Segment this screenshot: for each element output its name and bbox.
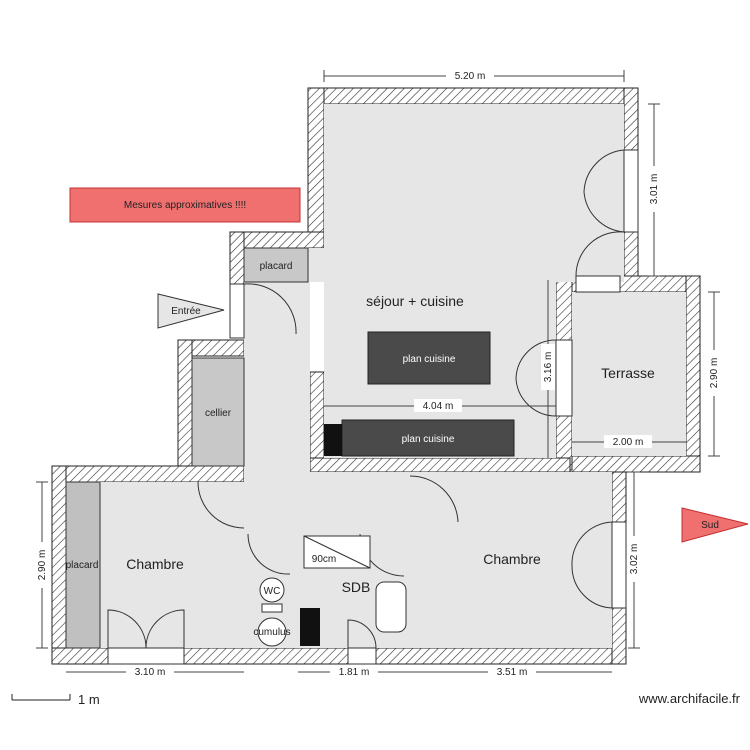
scale-label: 1 m (78, 692, 100, 707)
cumulus-tank-icon (300, 608, 320, 646)
room-chambre-left: Chambre (126, 556, 184, 572)
label-wc: WC (264, 586, 281, 597)
scale-bar: 1 m (11, 692, 100, 707)
note-box: Mesures approximatives !!!! (69, 187, 301, 223)
cumulus-circle-icon (257, 617, 287, 647)
dim-bottom-right: 3.51 m (497, 667, 528, 678)
entree-label: Entrée (171, 306, 201, 317)
dim-bottom-left: 3.10 m (135, 667, 166, 678)
brand-url: www.archifacile.fr (638, 691, 741, 706)
dim-terrasse-width: 2.00 m (613, 437, 644, 448)
room-labels: séjour + cuisine Terrasse Chambre Chambr… (66, 261, 655, 638)
dimension-labels: 5.20 m 3.01 m 2.90 m 2.00 m 4.04 m 3.16 … (35, 69, 721, 678)
stove-icon (324, 424, 342, 456)
room-cellier: cellier (205, 408, 232, 419)
sud-marker: Sud (681, 507, 749, 543)
wc-bowl-icon (259, 577, 285, 603)
room-placard-left: placard (66, 560, 99, 571)
label-cumulus: cumulus (253, 627, 290, 638)
room-terrasse: Terrasse (601, 365, 655, 381)
room-chambre-right: Chambre (483, 551, 541, 567)
dim-sejour-inner-width: 4.04 m (423, 401, 454, 412)
bathtub-icon (375, 581, 407, 633)
note-text: Mesures approximatives !!!! (124, 200, 246, 211)
dim-terrasse-height: 2.90 m (709, 358, 720, 389)
label-plan-cuisine-counter: plan cuisine (402, 434, 455, 445)
floors (66, 104, 686, 648)
sud-label: Sud (701, 520, 719, 531)
cellier-box (191, 357, 245, 467)
room-sdb: SDB (342, 579, 371, 595)
dim-left-height: 2.90 m (37, 550, 48, 581)
dim-top-width: 5.20 m (455, 71, 486, 82)
label-plan-cuisine-island: plan cuisine (403, 354, 456, 365)
room-sejour-cuisine: séjour + cuisine (366, 293, 464, 309)
plan-cuisine-counter (341, 419, 515, 457)
room-placard-top: placard (260, 261, 293, 272)
fixtures (65, 247, 515, 649)
dim-bottom-middle: 1.81 m (339, 667, 370, 678)
placard-top-box (243, 247, 309, 283)
entree-marker: Entrée (157, 293, 225, 329)
dim-right-upper: 3.01 m (649, 174, 660, 205)
plan-cuisine-island (367, 331, 491, 385)
label-shower: 90cm (312, 554, 336, 565)
dim-sejour-height: 3.16 m (543, 352, 554, 383)
dim-right-lower: 3.02 m (629, 544, 640, 575)
placard-left-box (65, 481, 101, 649)
